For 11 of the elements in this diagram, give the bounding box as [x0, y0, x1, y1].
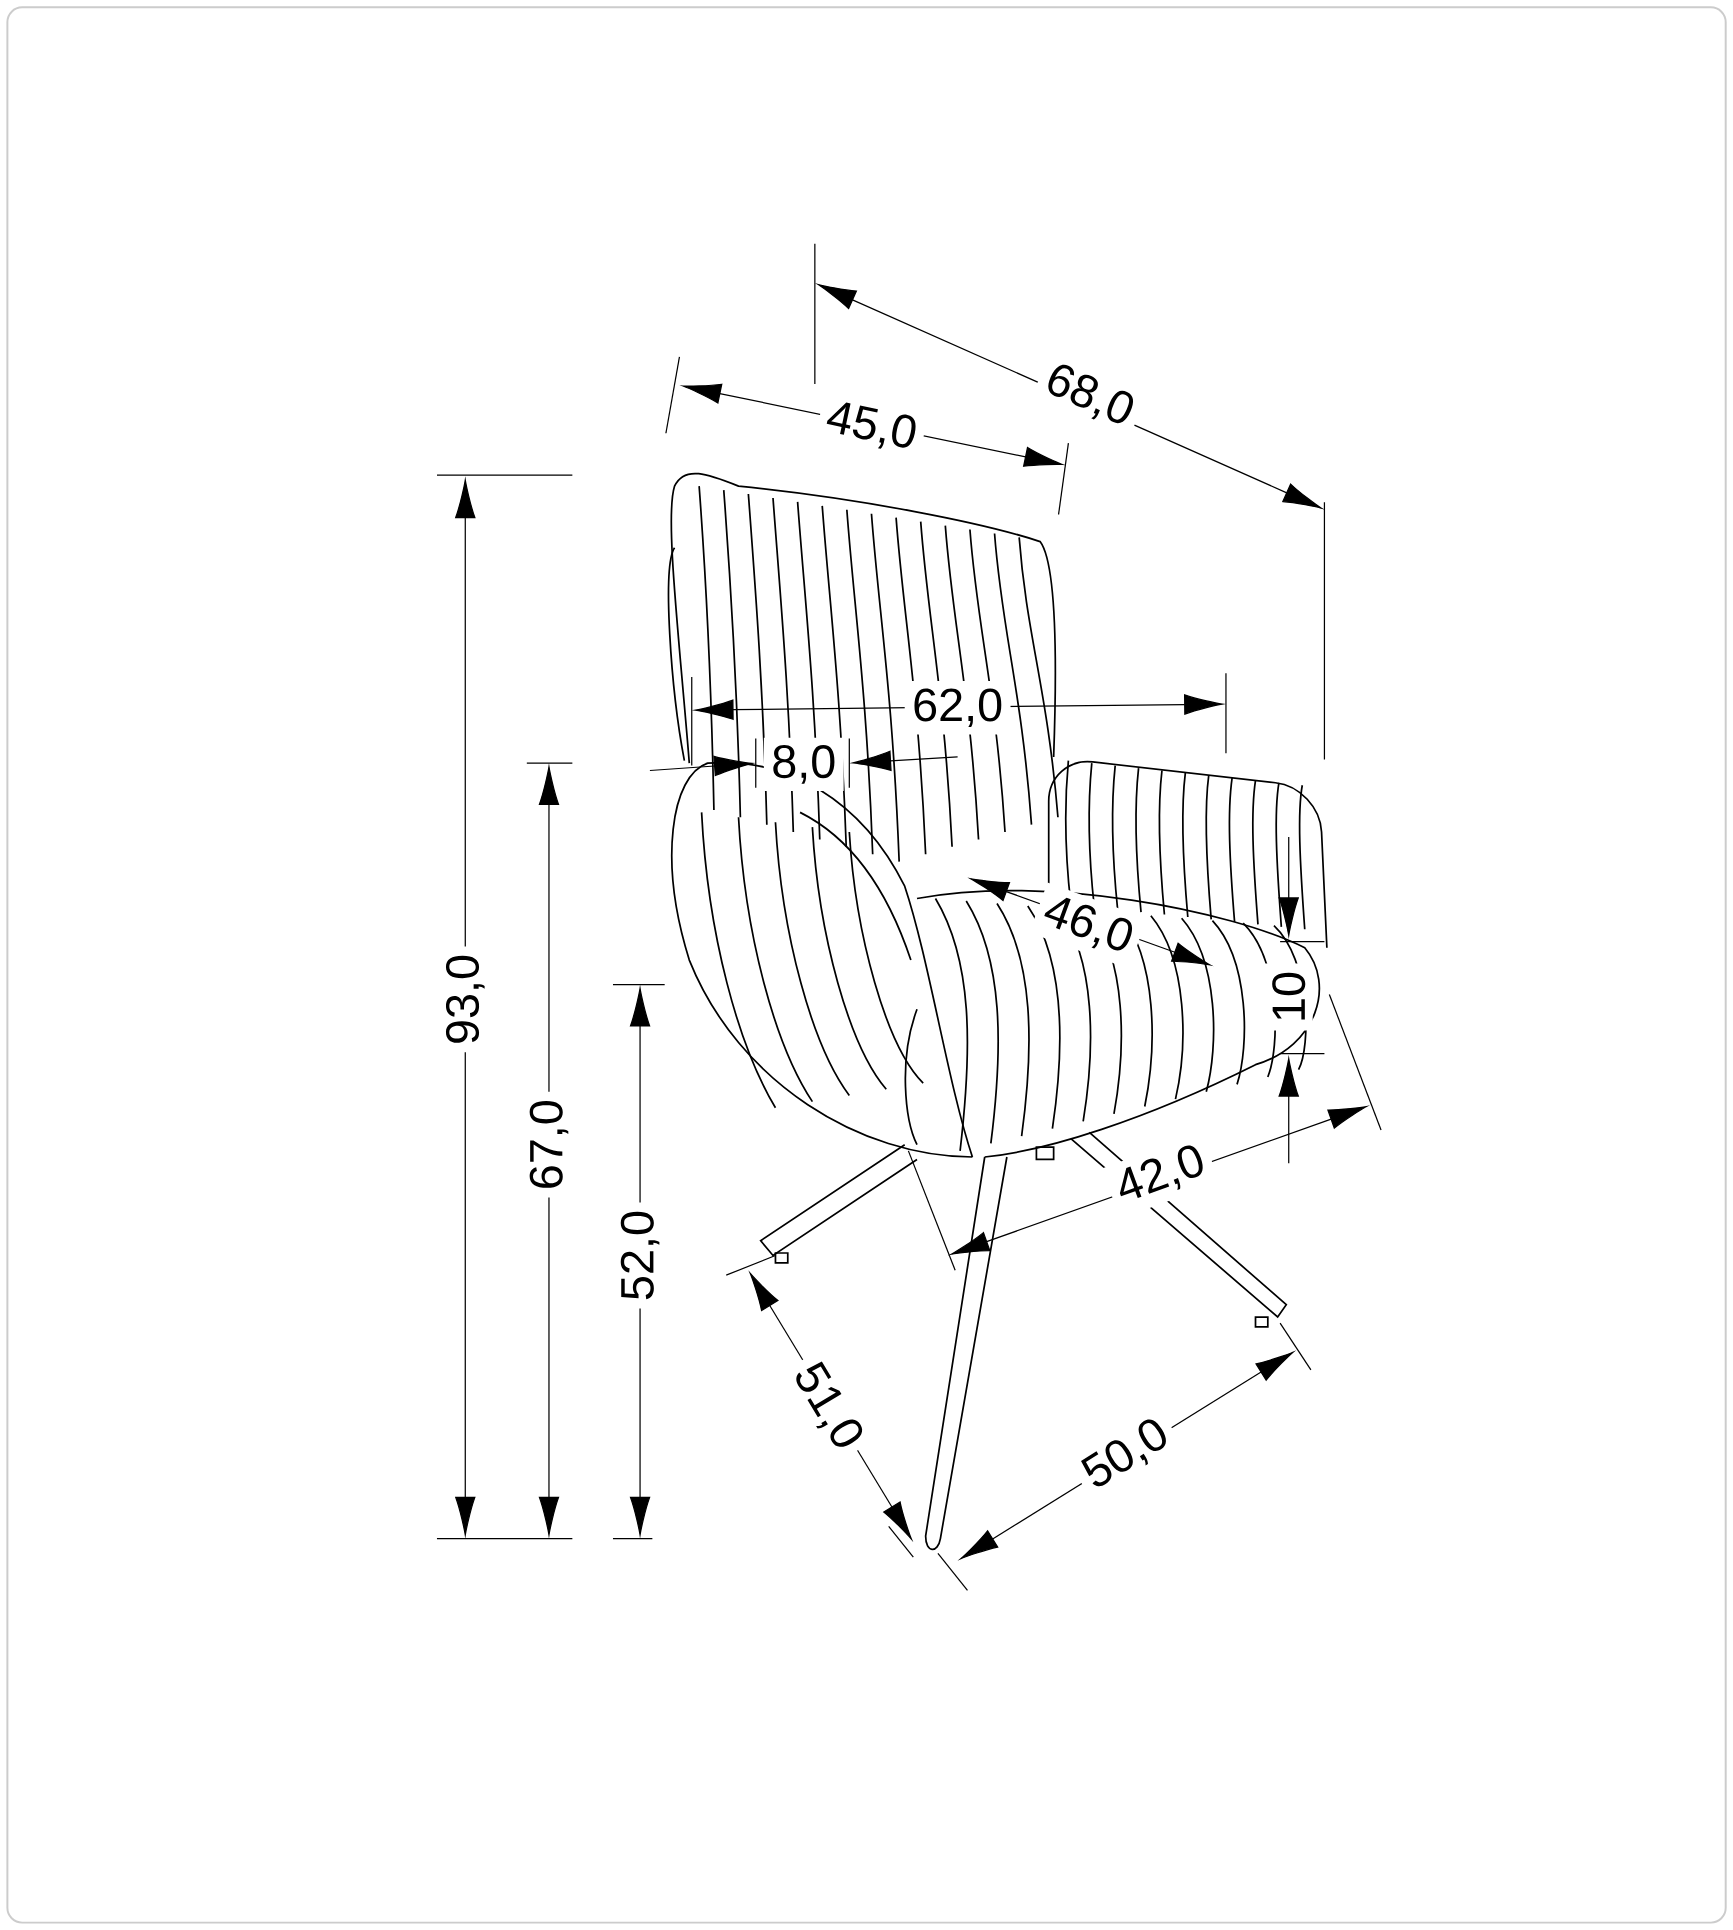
- dimension-label: 67,0: [522, 1091, 576, 1198]
- dimension-label: 46,0: [1029, 882, 1147, 969]
- dimension-label: 93,0: [438, 946, 492, 1053]
- dimension-label: 42,0: [1101, 1132, 1220, 1219]
- dimension-label: 68,0: [1030, 350, 1149, 443]
- dimension-label: 62,0: [904, 681, 1011, 735]
- dimension-label: 45,0: [814, 389, 929, 465]
- dimension-label: 8,0: [763, 737, 844, 792]
- dimension-label: 10: [1264, 963, 1313, 1031]
- dimension-label: 52,0: [613, 1202, 667, 1309]
- dimension-label: 50,0: [1067, 1404, 1186, 1506]
